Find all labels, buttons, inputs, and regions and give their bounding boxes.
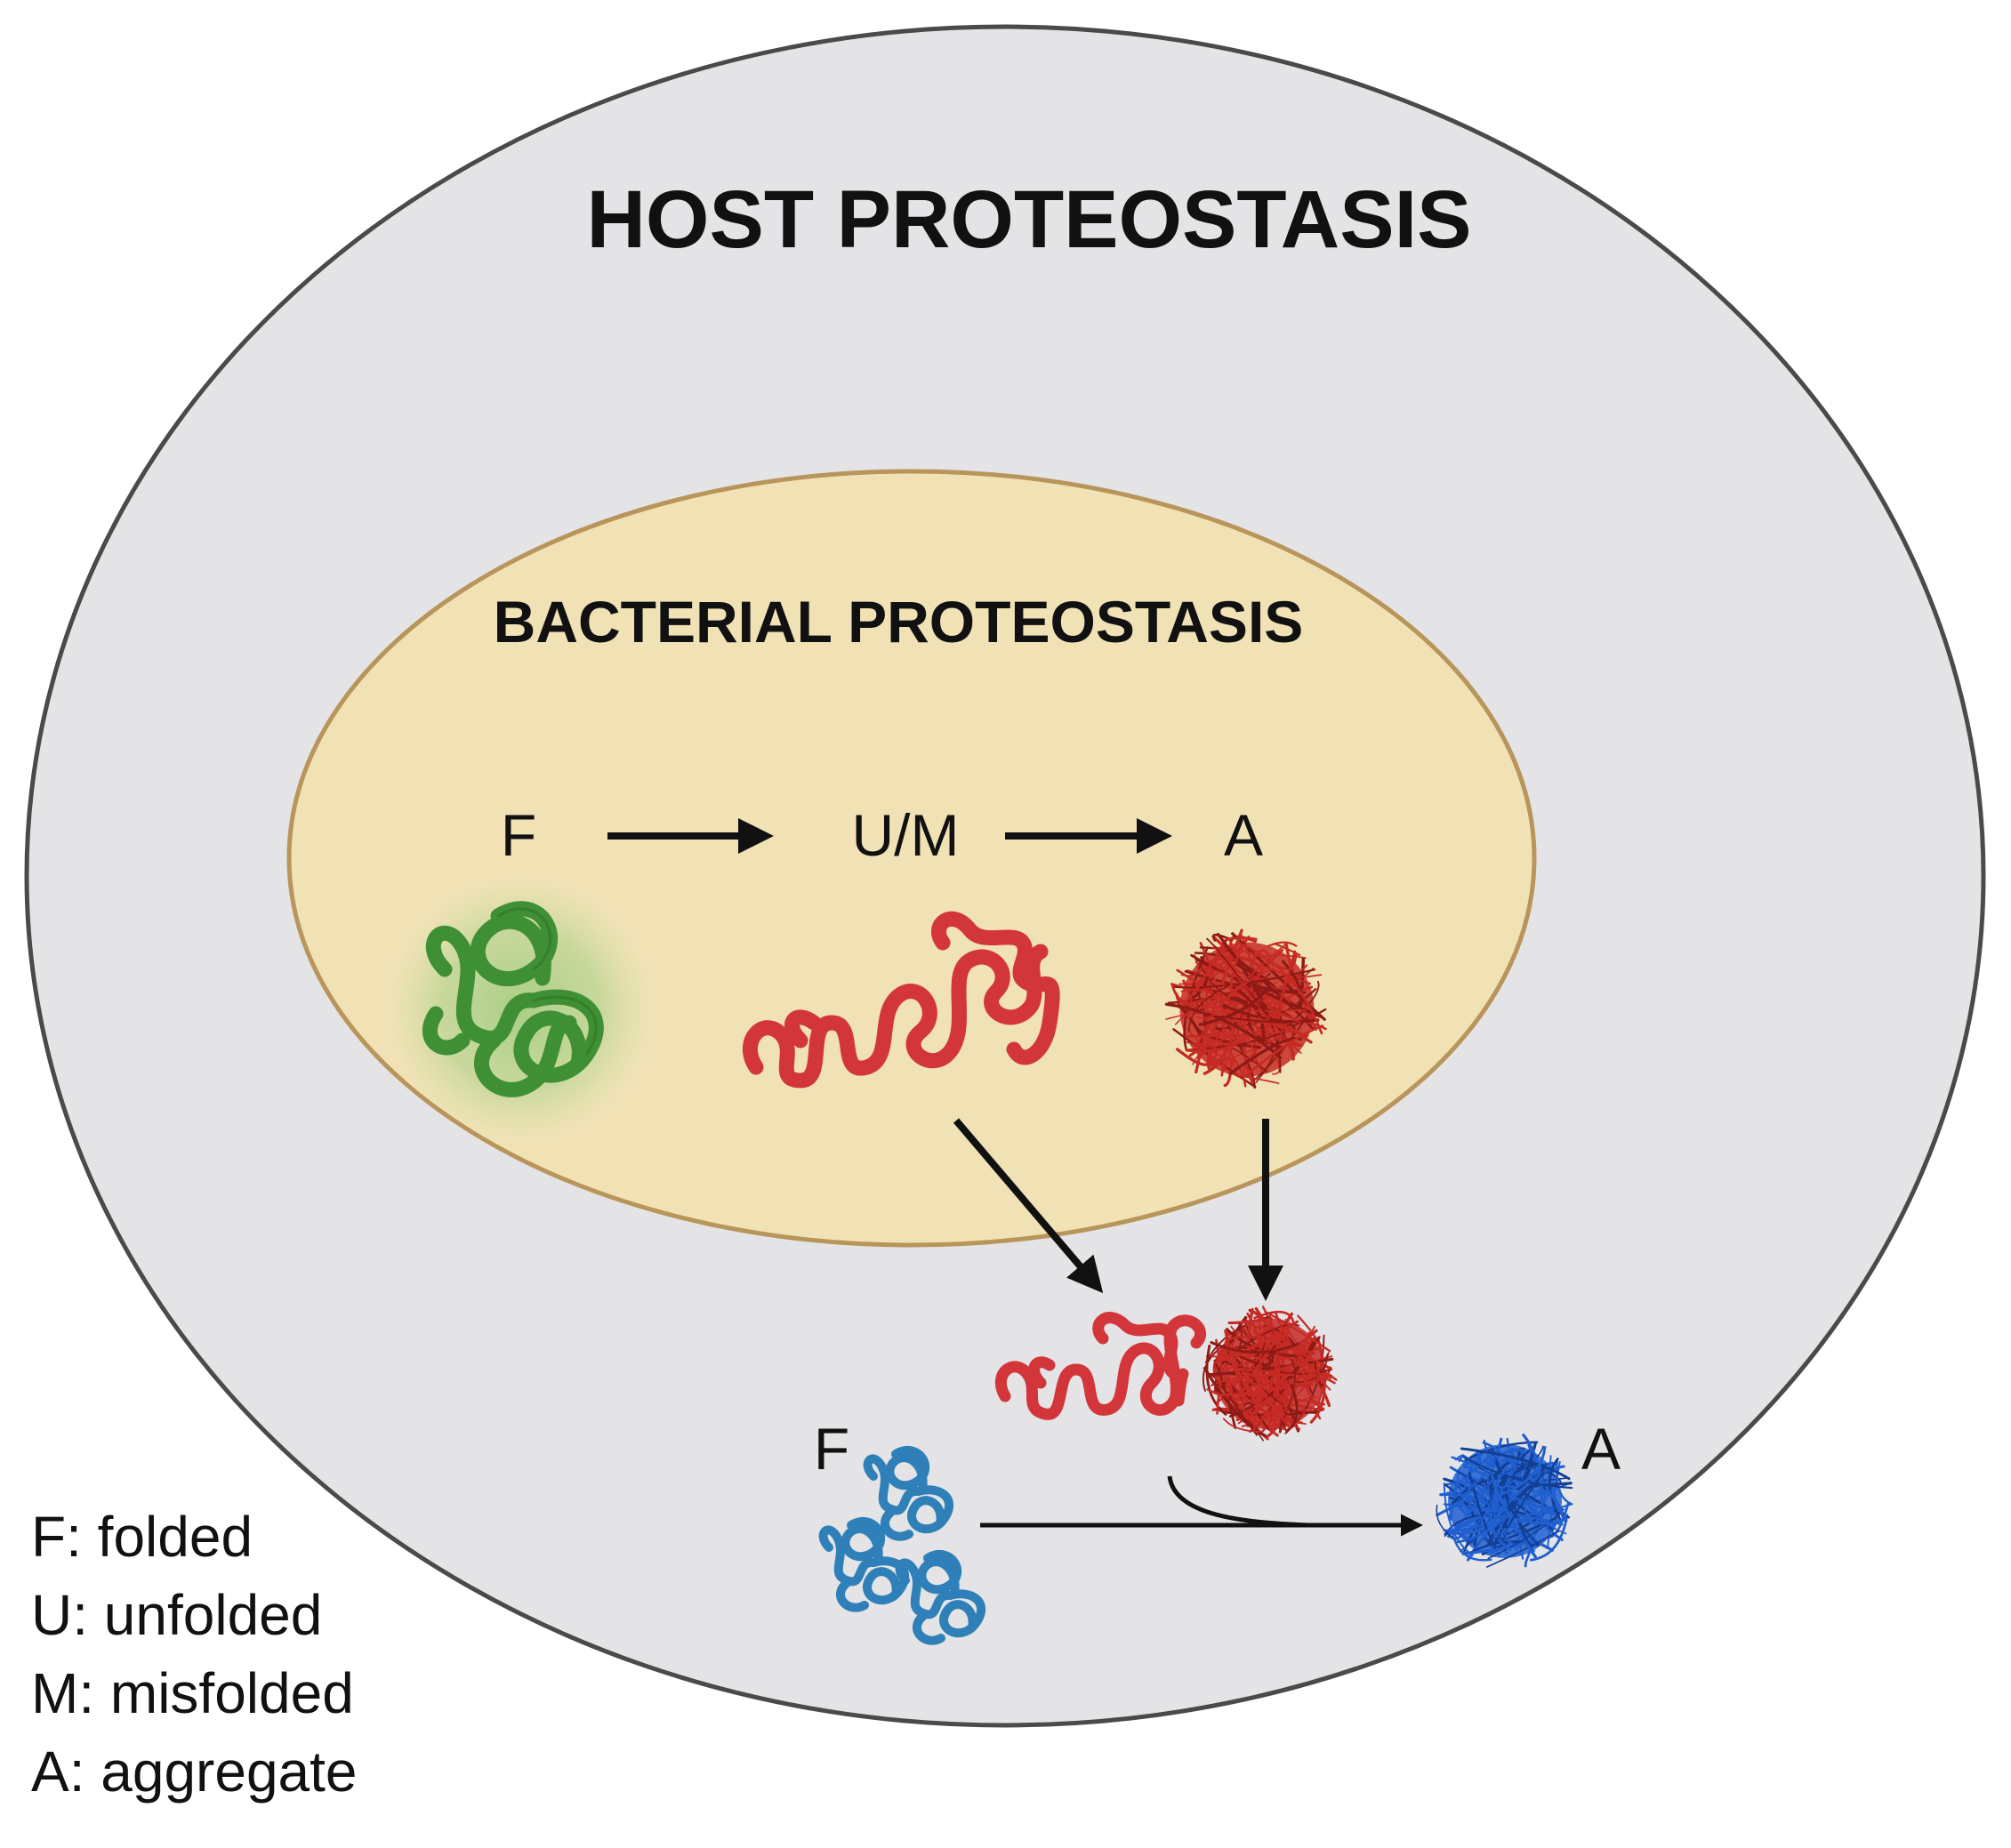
legend-item-unfolded: U: unfolded — [31, 1583, 322, 1647]
host-folded-proteins — [818, 1445, 986, 1645]
legend: F: folded U: unfolded M: misfolded A: ag… — [31, 1505, 358, 1804]
bacterial-unfolded-misfolded-label: U/M — [852, 802, 960, 868]
legend-item-aggregate: A: aggregate — [31, 1740, 358, 1804]
host-folded-label: F — [814, 1416, 849, 1482]
host-title: HOST PROTEOSTASIS — [586, 174, 1471, 265]
legend-item-misfolded: M: misfolded — [31, 1661, 354, 1725]
host-blue-aggregate — [1436, 1434, 1573, 1568]
host-misfolded-protein — [994, 1312, 1206, 1420]
bacterial-title: BACTERIAL PROTEOSTASIS — [494, 589, 1304, 655]
bacterial-folded-protein — [387, 876, 654, 1143]
bacterial-misfolded-protein — [743, 911, 1060, 1089]
bacterial-aggregate — [1164, 928, 1327, 1089]
bacterial-folded-label: F — [501, 802, 536, 868]
bacterial-aggregate-label: A — [1224, 802, 1263, 868]
host-aggregate-label: A — [1581, 1416, 1621, 1482]
legend-item-folded: F: folded — [31, 1505, 253, 1569]
arrow-seeding-curve — [1167, 1475, 1308, 1528]
host-red-aggregate — [1202, 1306, 1338, 1442]
arrow-misfolded-release — [953, 1118, 1104, 1294]
